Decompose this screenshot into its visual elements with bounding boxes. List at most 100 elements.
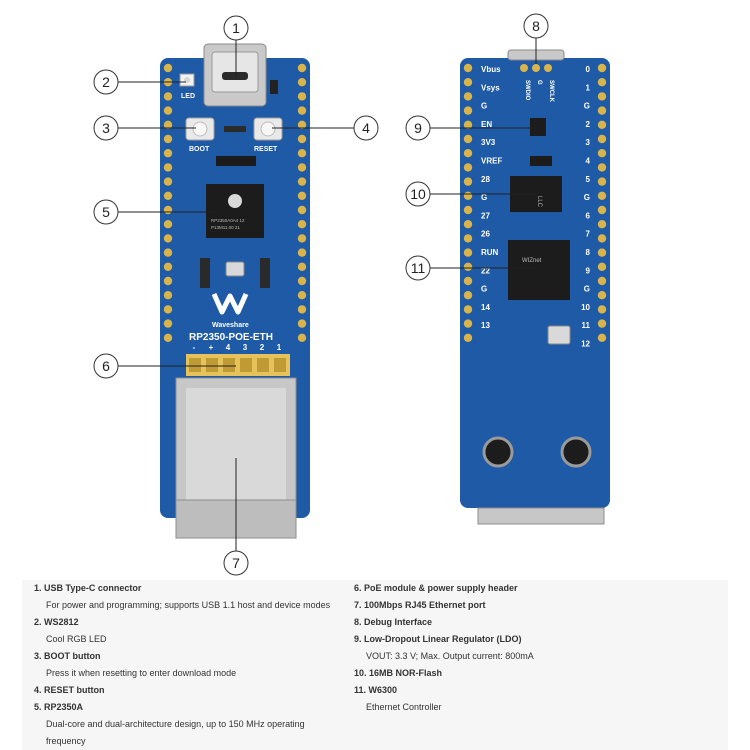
- legend-item-description: frequency: [46, 736, 86, 746]
- pad: [463, 106, 473, 115]
- header-pin: [240, 358, 252, 372]
- callout-circle: [405, 255, 431, 281]
- pad: [597, 120, 607, 129]
- pad: [163, 120, 173, 129]
- pad: [463, 63, 473, 73]
- pad: [463, 291, 473, 300]
- pad: [297, 78, 307, 87]
- pad: [463, 78, 473, 87]
- pad: [163, 305, 173, 314]
- pad: [297, 248, 307, 257]
- pad: [463, 276, 473, 286]
- pad: [163, 319, 173, 328]
- pad: [463, 333, 473, 342]
- callout-number: 4: [362, 120, 370, 136]
- legend-item: 7. 100Mbps RJ45 Ethernet port: [354, 597, 714, 614]
- pad: [163, 248, 173, 257]
- back-right-pin-label: G: [584, 193, 590, 202]
- rp2350a-chip-text-1: RP2350A0A4 12: [211, 218, 245, 223]
- pad: [297, 177, 307, 186]
- callout-circle: [93, 199, 119, 225]
- header-pin-label: 4: [226, 343, 231, 352]
- rj45-back: [477, 436, 605, 525]
- callout-number: 6: [102, 358, 110, 374]
- back-right-pin-label: 3: [586, 138, 591, 147]
- pad: [463, 177, 473, 186]
- header-pin: [189, 358, 201, 372]
- legend-item-title: 9. Low-Dropout Linear Regulator (LDO): [354, 634, 522, 644]
- pad: [297, 220, 307, 229]
- callout-number: 1: [232, 20, 240, 36]
- legend-item-description: VOUT: 3.3 V; Max. Output current: 800mA: [366, 651, 534, 661]
- pad: [463, 149, 473, 158]
- pad: [597, 106, 607, 115]
- pad: [597, 205, 607, 215]
- back-left-pin-label: G: [481, 193, 487, 202]
- pad: [463, 92, 473, 101]
- legend-item-title: 2. WS2812: [34, 617, 79, 627]
- pad: [163, 134, 173, 144]
- back-left-pin-label: 22: [481, 266, 490, 275]
- pad: [597, 163, 607, 172]
- pad: [597, 220, 607, 229]
- legend-item-title: 10. 16MB NOR-Flash: [354, 668, 443, 678]
- pad: [597, 63, 607, 73]
- pad: [597, 92, 607, 101]
- pad: [463, 134, 473, 144]
- pad: [163, 333, 173, 342]
- back-left-pin-label: 26: [481, 230, 490, 239]
- rp2350a-chip: RP2350A0A4 12 P13M11.00 21: [206, 184, 264, 238]
- callout-number: 10: [410, 186, 426, 202]
- legend-item-description: Cool RGB LED: [46, 634, 107, 644]
- pad: [163, 191, 173, 200]
- pad: [297, 305, 307, 314]
- legend-item-description: Press it when resetting to enter downloa…: [46, 668, 237, 678]
- pad: [297, 319, 307, 328]
- ws2812-led: [179, 73, 195, 87]
- header-pin-label: -: [193, 343, 196, 352]
- legend-item-title: 5. RP2350A: [34, 702, 84, 712]
- back-right-pin-label: 1: [586, 83, 591, 92]
- board-name-silk-label: RP2350-POE-ETH: [189, 332, 273, 343]
- debug-pin-label: G: [536, 80, 542, 85]
- callout-circle: [223, 550, 249, 576]
- front-pads-right: [297, 63, 307, 342]
- back-left-pin-label: VREF: [481, 157, 502, 166]
- legend-item-title: 7. 100Mbps RJ45 Ethernet port: [354, 600, 486, 610]
- legend-item: 4. RESET button: [34, 682, 354, 699]
- w6300-chip: WIZnet: [508, 240, 570, 300]
- callout-circle: [405, 181, 431, 207]
- pad: [163, 205, 173, 215]
- pad: [463, 163, 473, 172]
- back-left-pin-label: Vsys: [481, 83, 500, 92]
- pad: [597, 305, 607, 314]
- debug-pin-label: SWCLK: [548, 80, 554, 103]
- pad: [297, 333, 307, 342]
- pad: [163, 262, 173, 271]
- waveshare-logo: [211, 292, 249, 315]
- poe-header: [186, 354, 290, 376]
- back-right-pin-label: 4: [586, 157, 591, 166]
- usb-c-connector: [203, 43, 267, 107]
- flash-chip-text: LLC: [536, 196, 542, 208]
- back-right-pin-label: G: [584, 102, 590, 111]
- boot-button: [185, 117, 215, 141]
- pad: [297, 276, 307, 286]
- legend-item-description: Ethernet Controller: [366, 702, 442, 712]
- pad: [163, 63, 173, 73]
- pad: [597, 248, 607, 257]
- back-right-pin-label: 5: [586, 175, 591, 184]
- pad: [163, 234, 173, 243]
- pad: [163, 149, 173, 158]
- w6300-chip-text: WIZnet: [522, 258, 542, 264]
- pad: [597, 177, 607, 186]
- callout-circle: [93, 353, 119, 379]
- pad: [297, 163, 307, 172]
- pad: [597, 149, 607, 158]
- back-right-pin-label: 11: [582, 321, 591, 330]
